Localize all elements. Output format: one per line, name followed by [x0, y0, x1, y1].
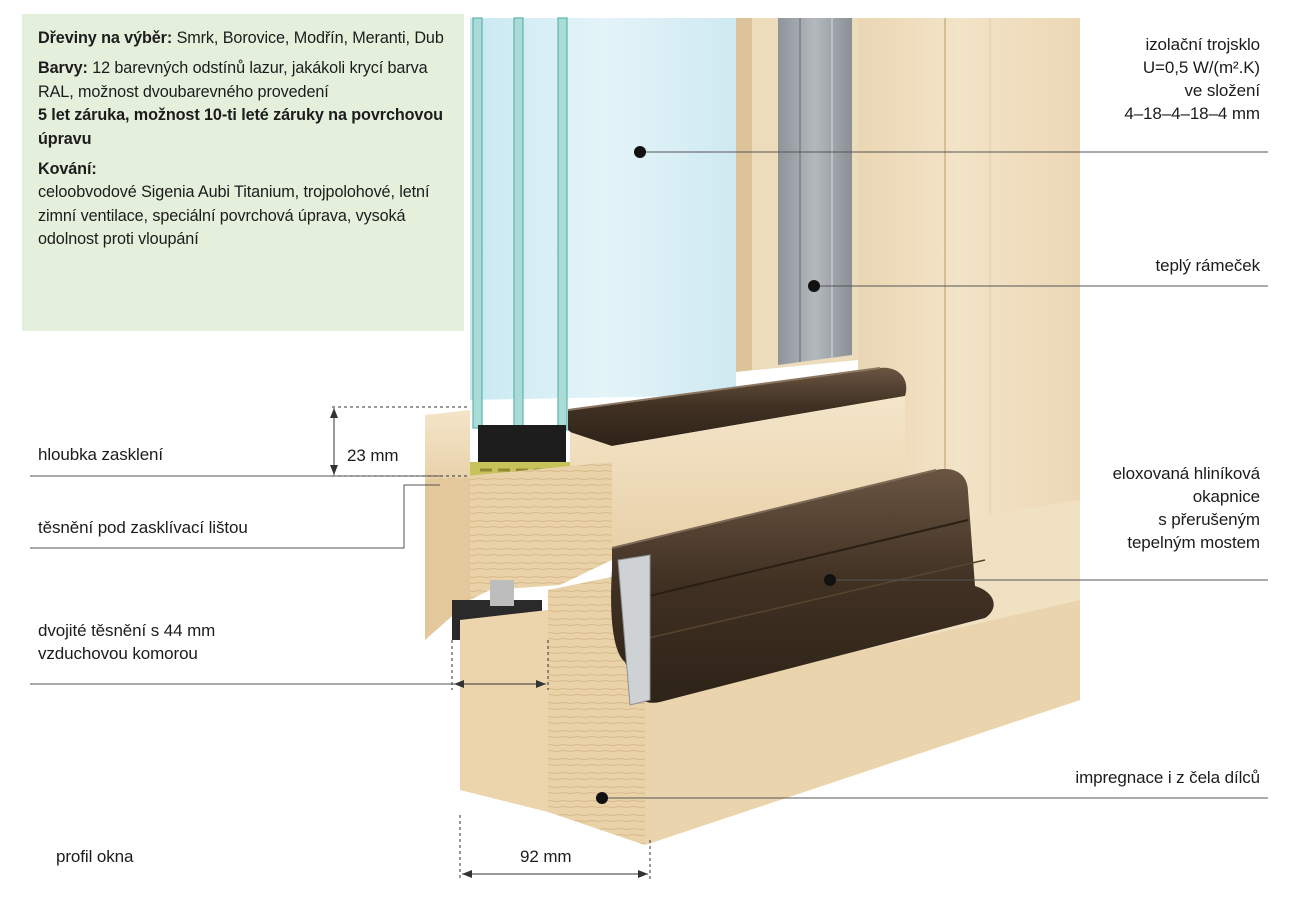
profile-width-value: 92 mm	[520, 847, 572, 866]
warranty-text: 5 let záruka, možnost 10-ti leté záruky …	[38, 106, 443, 148]
glazing-depth-value: 23 mm	[347, 446, 399, 465]
drip-line-2: okapnice	[1192, 487, 1260, 506]
seal-chamber-dimension	[451, 640, 549, 690]
double-seal-label: dvojité těsnění s 44 mm vzduchovou komor…	[38, 619, 215, 665]
glass-line-3: ve složení	[1184, 81, 1260, 100]
leader-dots	[596, 146, 836, 804]
warm-edge-spacer	[778, 18, 852, 365]
hardware-spec: Kování:	[38, 158, 450, 181]
aluminium-drip-cap	[611, 469, 994, 706]
double-seal-line-1: dvojité těsnění s 44 mm	[38, 621, 216, 640]
drip-line-4: tepelným mostem	[1127, 533, 1260, 552]
bead-seal-label: těsnění pod zasklívací lištou	[38, 518, 248, 537]
impregnation-label: impregnace i z čela dílců	[1075, 768, 1260, 787]
profile-width-dimension	[459, 815, 651, 880]
profile-caption: profil okna	[56, 847, 134, 866]
drip-line-3: s přerušeným	[1158, 510, 1260, 529]
glazing-depth-label: hloubka zasklení	[38, 445, 164, 464]
colors-label: Barvy:	[38, 59, 88, 78]
warranty-spec: 5 let záruka, možnost 10-ti leté záruky …	[38, 104, 450, 151]
double-seal-line-2: vzduchovou komorou	[38, 644, 198, 663]
hardware-text: celoobvodové Sigenia Aubi Titanium, troj…	[38, 183, 430, 249]
glazing-depth-dimension	[330, 406, 470, 477]
glass-line-2: U=0,5 W/(m².K)	[1142, 58, 1260, 77]
spec-info-box: Dřeviny na výběr: Smrk, Borovice, Modřín…	[22, 14, 464, 331]
hardware-label: Kování:	[38, 160, 97, 179]
colors-spec: Barvy: 12 barevných odstínů lazur, jakák…	[38, 57, 450, 104]
warm-frame-label: teplý rámeček	[1155, 256, 1260, 275]
woods-spec: Dřeviny na výběr: Smrk, Borovice, Modřín…	[38, 27, 450, 50]
glass-line-4: 4–18–4–18–4 mm	[1124, 104, 1260, 123]
woods-label: Dřeviny na výběr:	[38, 29, 173, 47]
sash-profile	[425, 367, 907, 640]
triple-glass-label: izolační trojsklo U=0,5 W/(m².K) ve slož…	[1124, 33, 1260, 125]
leader-lines	[30, 151, 1268, 799]
drip-line-1: eloxovaná hliníková	[1112, 464, 1261, 483]
woods-text: Smrk, Borovice, Modřín, Meranti, Dub	[176, 29, 444, 47]
hardware-desc: celoobvodové Sigenia Aubi Titanium, troj…	[38, 181, 450, 251]
drip-cap-label: eloxovaná hliníková okapnice s přerušený…	[1112, 462, 1261, 554]
glass-line-1: izolační trojsklo	[1145, 35, 1260, 54]
colors-text: 12 barevných odstínů lazur, jakákoli kry…	[38, 59, 428, 101]
